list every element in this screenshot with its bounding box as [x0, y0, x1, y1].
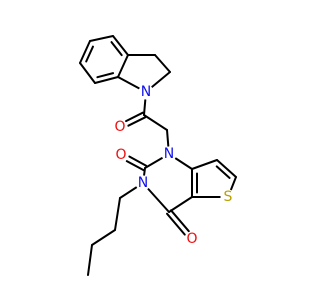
label-background: [184, 231, 200, 247]
single-bond: [147, 188, 170, 213]
single-bond: [117, 54, 129, 78]
atom-label-o: O: [114, 119, 125, 135]
label-background: [138, 84, 154, 100]
single-bond: [144, 157, 164, 169]
single-bond: [143, 167, 146, 177]
double-bond: [125, 160, 145, 172]
atom-o-c2: O: [113, 147, 129, 163]
double-bond: [125, 111, 144, 123]
atom-label-s: S: [224, 189, 233, 205]
single-bond: [87, 244, 93, 276]
double-bond: [127, 116, 147, 127]
double-bond: [216, 159, 237, 178]
atom-label-o: O: [115, 147, 126, 163]
single-bond: [151, 71, 171, 88]
atom-s-thiophene: S: [220, 189, 236, 205]
double-bond: [110, 41, 123, 57]
single-bond: [166, 129, 170, 147]
single-bond: [91, 229, 116, 246]
double-bond: [79, 40, 91, 64]
single-bond: [119, 186, 138, 199]
atom-label-n: N: [164, 146, 174, 162]
double-bond: [112, 35, 129, 56]
single-bond: [117, 76, 140, 90]
single-bond: [114, 197, 121, 231]
single-bond: [143, 114, 168, 131]
atom-label-o: O: [186, 231, 197, 247]
molecule-structure: N O N O N S O: [79, 35, 237, 276]
double-bond: [128, 155, 148, 167]
label-background: [161, 146, 177, 162]
single-bond: [230, 176, 237, 191]
label-background: [113, 147, 129, 163]
atom-n1-ring: N: [161, 146, 177, 162]
double-bond: [215, 165, 231, 179]
double-bond: [166, 212, 186, 236]
atom-n3-ring: N: [135, 175, 151, 191]
double-bond: [96, 72, 115, 79]
atom-label-layer: N O N O N S O: [112, 84, 236, 247]
label-background: [112, 119, 128, 135]
atom-n-indoline: N: [138, 84, 154, 100]
single-bond: [191, 159, 218, 170]
single-bond: [154, 54, 171, 73]
atom-label-n: N: [138, 175, 148, 191]
atom-label-n: N: [141, 84, 151, 100]
single-bond: [143, 99, 147, 116]
bond-layer: [79, 35, 237, 276]
double-bond: [94, 76, 119, 84]
single-bond: [89, 35, 114, 42]
double-bond: [170, 209, 190, 233]
atom-o-acyl: O: [112, 119, 128, 135]
double-bond: [85, 45, 94, 63]
single-bond: [168, 196, 193, 213]
label-background: [220, 189, 236, 205]
single-bond: [174, 157, 193, 170]
single-bond: [79, 62, 96, 84]
atom-o-c4: O: [184, 231, 200, 247]
label-background: [135, 175, 151, 191]
